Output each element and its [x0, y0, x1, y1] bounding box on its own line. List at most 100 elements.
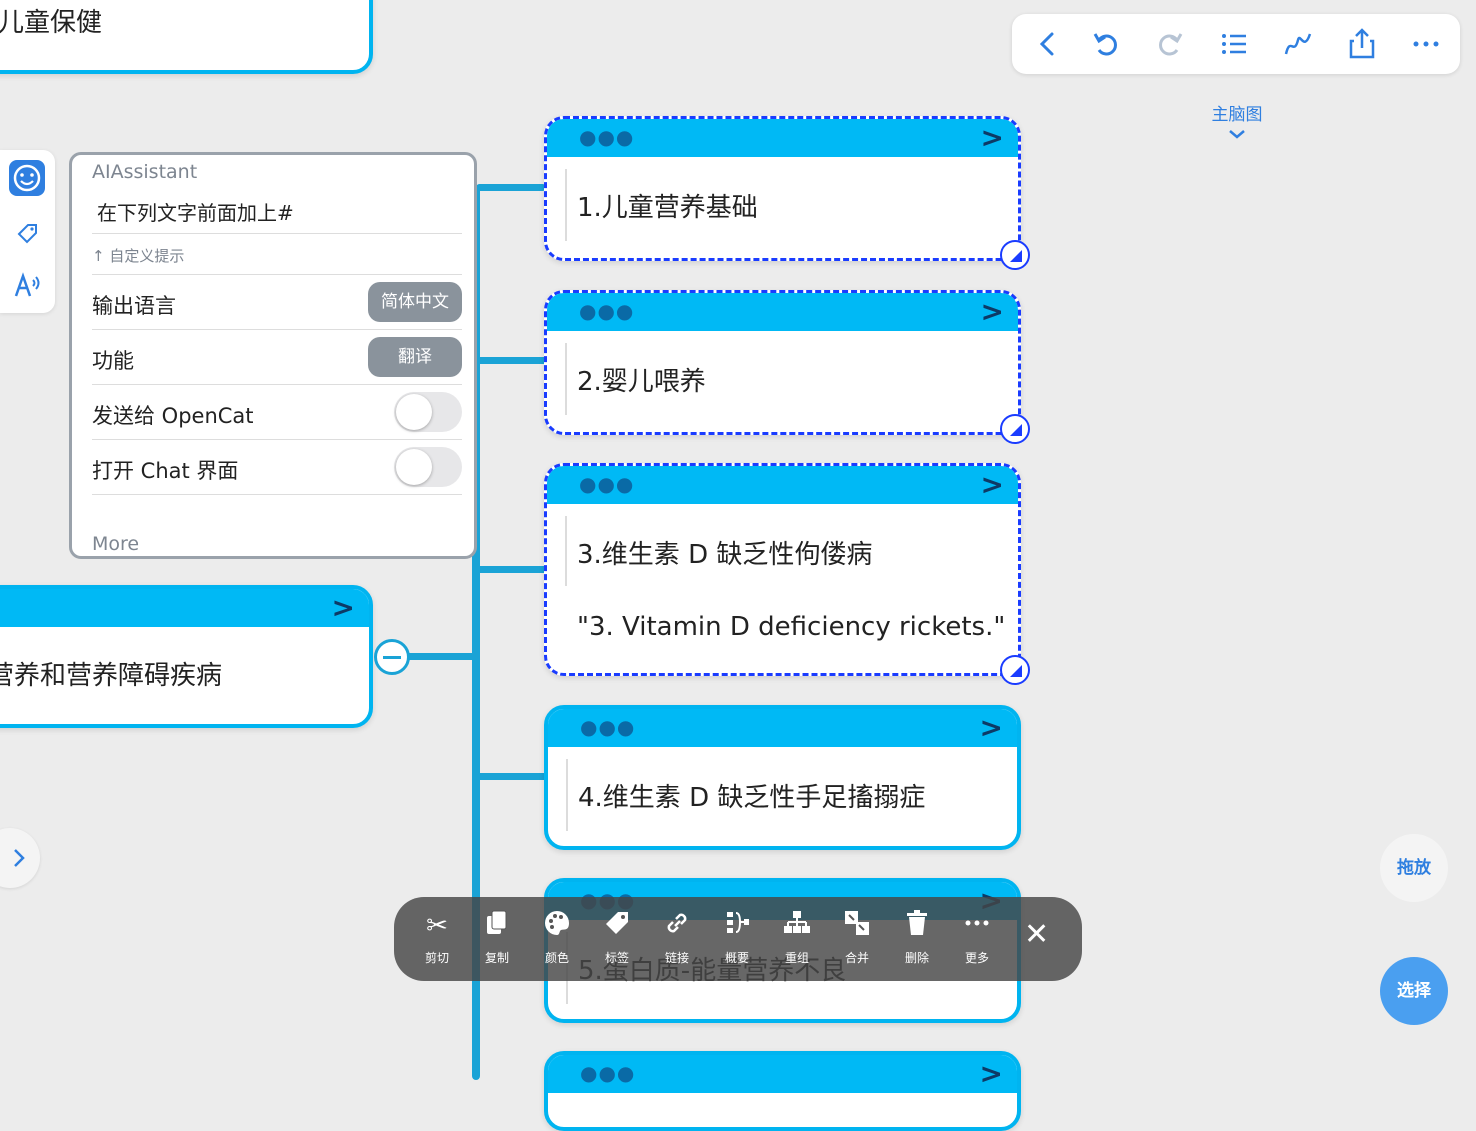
function-select[interactable]: 翻译: [368, 337, 462, 377]
hint-row: ↑ 自定义提示: [92, 233, 462, 274]
link-button[interactable]: 链接: [647, 909, 707, 966]
view-label: 主脑图: [1211, 105, 1263, 125]
collapse-branch-icon[interactable]: [374, 639, 410, 675]
resize-handle-icon[interactable]: [1000, 655, 1030, 685]
divider: [565, 169, 567, 241]
merge-icon: [827, 909, 887, 943]
node-child-health[interactable]: 儿童保健: [0, 0, 373, 74]
node-header: ●●● >: [548, 1055, 1017, 1093]
chevron-down-icon: [1229, 130, 1245, 139]
chevron-right-icon[interactable]: >: [979, 1057, 1003, 1090]
tag-button[interactable]: 标签: [587, 909, 647, 966]
tag-icon[interactable]: [14, 220, 42, 248]
top-toolbar: [1012, 14, 1460, 74]
node-3[interactable]: ●●● > 3.维生素 D 缺乏性佝偻病 "3. Vitamin D defic…: [544, 463, 1021, 676]
prompt-field[interactable]: 在下列文字前面加上#: [97, 201, 294, 225]
undo-icon[interactable]: [1088, 26, 1124, 62]
merge-button[interactable]: 合并: [827, 909, 887, 966]
edit-toolbar: ✂ 剪切 复制 颜色 标签 链接 概要 重组: [394, 897, 1082, 981]
output-language-row: 输出语言 简体中文: [92, 274, 462, 329]
chevron-left-icon[interactable]: [1030, 26, 1066, 62]
node-6[interactable]: ●●● >: [544, 1051, 1021, 1131]
resize-handle-icon[interactable]: [1000, 240, 1030, 270]
left-icon-strip: [0, 150, 55, 313]
drag-dots-icon[interactable]: ●●●: [579, 472, 635, 496]
node-4[interactable]: ●●● > 4.维生素 D 缺乏性手足搐搦症: [544, 705, 1021, 850]
node-1[interactable]: ●●● > 1.儿童营养基础: [544, 116, 1021, 261]
node-text: 儿童保健: [0, 8, 103, 38]
node-text: 4.维生素 D 缺乏性手足搐搦症: [578, 783, 926, 813]
divider: [566, 759, 568, 831]
row-label: 打开 Chat 界面: [92, 459, 239, 483]
more-icon: [947, 909, 1007, 943]
chevron-right-icon[interactable]: >: [979, 711, 1003, 744]
function-row: 功能 翻译: [92, 329, 462, 384]
scissors-icon: ✂: [426, 911, 448, 941]
node-text: 2.婴儿喂养: [577, 367, 706, 397]
node-header: >: [0, 589, 369, 627]
copy-button[interactable]: 复制: [467, 909, 527, 966]
connector-branch-3: [476, 566, 546, 573]
summary-icon: [707, 909, 767, 943]
node-header: ●●● >: [547, 466, 1018, 504]
connector-trunk: [472, 186, 480, 1080]
row-label: 输出语言: [92, 294, 176, 318]
row-label: 发送给 OpenCat: [92, 404, 254, 428]
open-chat-row: 打开 Chat 界面: [92, 439, 462, 495]
more-button[interactable]: 更多: [947, 909, 1007, 966]
palette-icon: [527, 909, 587, 943]
chevron-right-icon: [14, 849, 25, 867]
tag-icon: [587, 909, 647, 943]
connector-parent: [405, 653, 477, 660]
custom-prompt-hint[interactable]: ↑ 自定义提示: [92, 247, 185, 265]
share-icon[interactable]: [1344, 26, 1380, 62]
regroup-button[interactable]: 重组: [767, 909, 827, 966]
node-header: ●●● >: [548, 709, 1017, 747]
panel-title: AIAssistant: [92, 161, 198, 183]
smiley-icon[interactable]: [9, 160, 45, 196]
row-label: 功能: [92, 349, 134, 373]
select-button[interactable]: 选择: [1380, 957, 1448, 1025]
send-opencat-toggle[interactable]: [394, 392, 462, 432]
drag-dots-icon[interactable]: ●●●: [579, 299, 635, 323]
chevron-right-icon[interactable]: >: [980, 121, 1004, 154]
cut-button[interactable]: ✂ 剪切: [407, 909, 467, 966]
trash-icon: [887, 909, 947, 943]
connector-branch-1: [476, 184, 546, 191]
copy-icon: [467, 909, 527, 943]
connector-branch-4: [476, 773, 546, 780]
drag-dots-icon[interactable]: ●●●: [579, 125, 635, 149]
drag-label: 拖放: [1397, 858, 1431, 878]
node-2[interactable]: ●●● > 2.婴儿喂养: [544, 290, 1021, 435]
expand-sidebar-button[interactable]: [0, 828, 40, 888]
node-nutrition-disorders[interactable]: > 营养和营养障碍疾病: [0, 585, 373, 728]
drag-button[interactable]: 拖放: [1380, 834, 1448, 902]
node-header: ●●● >: [547, 293, 1018, 331]
open-chat-toggle[interactable]: [394, 447, 462, 487]
chevron-right-icon[interactable]: >: [980, 295, 1004, 328]
divider: [565, 343, 567, 415]
resize-handle-icon[interactable]: [1000, 414, 1030, 444]
divider: [565, 516, 567, 586]
node-text: 营养和营养障碍疾病: [0, 661, 223, 691]
more-icon[interactable]: [1408, 26, 1444, 62]
node-text: 1.儿童营养基础: [577, 193, 758, 223]
view-switcher[interactable]: 主脑图: [1196, 100, 1278, 144]
redo-icon[interactable]: [1152, 26, 1188, 62]
chevron-right-icon[interactable]: >: [331, 591, 355, 624]
close-icon[interactable]: ✕: [1024, 917, 1050, 952]
drag-dots-icon[interactable]: ●●●: [580, 715, 636, 739]
chevron-right-icon[interactable]: >: [980, 468, 1004, 501]
summary-button[interactable]: 概要: [707, 909, 767, 966]
send-opencat-row: 发送给 OpenCat: [92, 384, 462, 439]
connector-branch-2: [476, 357, 546, 364]
language-select[interactable]: 简体中文: [368, 282, 462, 322]
more-link[interactable]: More: [92, 533, 140, 555]
delete-button[interactable]: 删除: [887, 909, 947, 966]
ai-assistant-panel: AIAssistant 在下列文字前面加上# ↑ 自定义提示 输出语言 简体中文…: [69, 152, 477, 559]
text-speech-icon[interactable]: [12, 270, 44, 302]
color-button[interactable]: 颜色: [527, 909, 587, 966]
pen-scribble-icon[interactable]: [1280, 26, 1316, 62]
drag-dots-icon[interactable]: ●●●: [580, 1061, 636, 1085]
list-icon[interactable]: [1216, 26, 1252, 62]
